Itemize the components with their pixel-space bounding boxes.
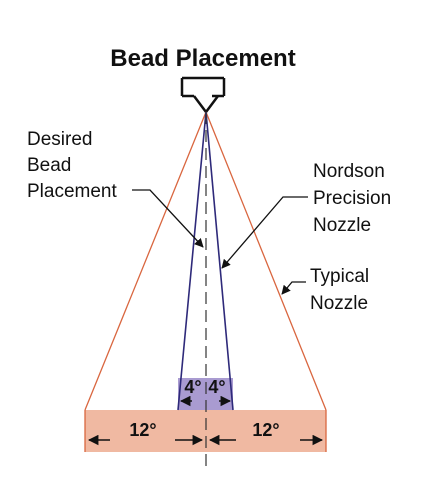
desired-label-line-2: Bead <box>27 155 71 176</box>
precision-spray-cone <box>177 111 234 411</box>
precision-label-line-2: Precision <box>313 188 391 209</box>
typical-angle-right: 12° <box>252 420 279 440</box>
precision-angle-left: 4° <box>184 377 201 397</box>
typical-label-line-1: Typical <box>310 266 369 287</box>
desired-bead-label: Desired Bead Placement <box>27 129 204 248</box>
precision-label-line-3: Nozzle <box>313 215 371 236</box>
precision-angle-right: 4° <box>208 377 225 397</box>
precision-nozzle-label: Nordson Precision Nozzle <box>221 161 391 269</box>
nozzle-icon <box>180 76 226 115</box>
desired-label-line-1: Desired <box>27 129 92 150</box>
typical-label-line-2: Nozzle <box>310 293 368 314</box>
diagram-title: Bead Placement <box>110 45 295 72</box>
typical-spray-cone <box>84 111 327 452</box>
typical-angle-left: 12° <box>129 420 156 440</box>
precision-label-line-1: Nordson <box>313 161 385 182</box>
typical-nozzle-label: Typical Nozzle <box>281 266 369 314</box>
desired-label-line-3: Placement <box>27 181 117 202</box>
